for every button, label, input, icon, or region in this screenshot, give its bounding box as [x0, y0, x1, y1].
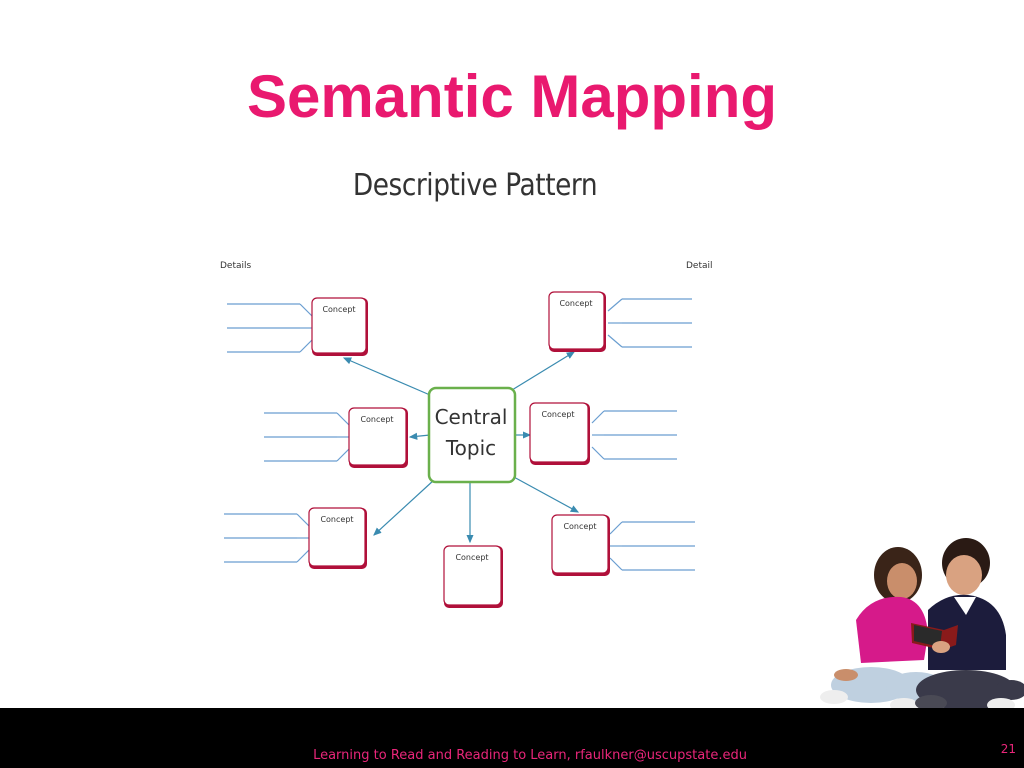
- details-label-right: Details: [686, 261, 712, 271]
- central-topic-box: Central Topic: [427, 386, 517, 484]
- concept-box-mid-right: Concept: [529, 402, 590, 465]
- footer-bar: [0, 708, 1024, 768]
- details-label-left: Details: [220, 261, 252, 271]
- concept-box-bottom-left: Concept: [308, 507, 367, 569]
- central-topic-line2: Topic: [445, 436, 496, 460]
- concept-label: Concept: [563, 522, 596, 531]
- concept-box-bottom-center: Concept: [443, 545, 503, 608]
- concept-label: Concept: [322, 305, 355, 314]
- central-topic-line1: Central: [435, 405, 508, 429]
- concept-box-mid-left: Concept: [348, 407, 408, 468]
- concept-box-bottom-right: Concept: [551, 514, 610, 576]
- concept-label: Concept: [320, 515, 353, 524]
- page-number: 21: [1000, 742, 1016, 756]
- semantic-map-diagram: Details Details Central Topic: [220, 261, 712, 608]
- detail-lines: [224, 298, 695, 571]
- footer-text: Learning to Read and Reading to Learn, r…: [313, 748, 747, 763]
- children-reading-illustration: [820, 538, 1024, 712]
- diagram-subtitle: Descriptive Pattern: [352, 168, 598, 203]
- concept-label: Concept: [559, 299, 592, 308]
- concept-box-top-left: Concept: [311, 297, 368, 356]
- connector-arrows: [342, 351, 580, 544]
- concept-label: Concept: [455, 553, 488, 562]
- slide-title: Semantic Mapping: [246, 63, 778, 130]
- concept-label: Concept: [360, 415, 393, 424]
- concept-label: Concept: [541, 410, 574, 419]
- concept-box-top-right: Concept: [548, 291, 606, 352]
